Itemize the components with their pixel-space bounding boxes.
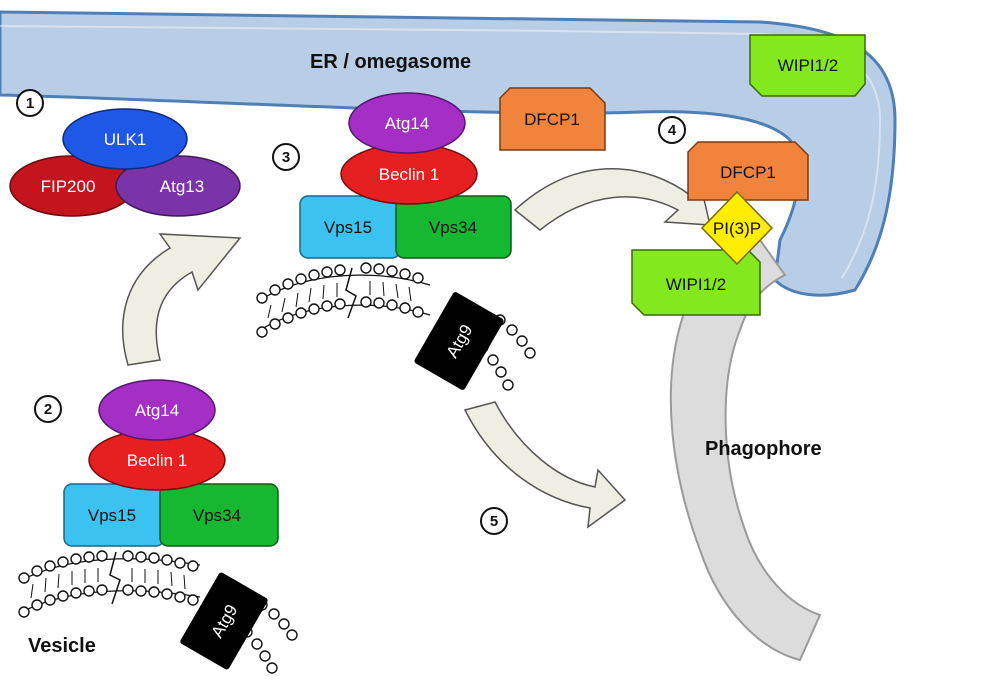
lipid-tails-3 bbox=[267, 281, 412, 319]
dfcp1-4 bbox=[687, 141, 809, 201]
step-2-circle bbox=[34, 395, 62, 423]
arrow-2-to-3 bbox=[122, 233, 242, 366]
step-5-label: 5 bbox=[490, 513, 498, 530]
atg14-2 bbox=[98, 379, 216, 441]
lipid-tails-2 bbox=[30, 568, 186, 599]
atg14-3 bbox=[348, 92, 466, 154]
vesicle-membrane: Atg9 Vesicle bbox=[18, 550, 298, 674]
wipi-4-label: WIPI1/2 bbox=[666, 275, 726, 294]
wipi-top: WIPI1/2 bbox=[749, 34, 866, 97]
er-label: ER / omegasome bbox=[310, 51, 471, 73]
lipid-heads-3 bbox=[256, 262, 424, 338]
step-3-label: 3 bbox=[282, 149, 290, 166]
step-3-circle bbox=[272, 143, 300, 171]
beclin-3-label: Beclin 1 bbox=[379, 165, 439, 184]
vesicle-break bbox=[109, 551, 121, 605]
step-4-circle bbox=[658, 116, 686, 144]
ulk1-label: ULK1 bbox=[104, 130, 147, 149]
dfcp1-er-label: DFCP1 bbox=[524, 110, 580, 129]
atg9-2 bbox=[180, 572, 268, 670]
ulk1 bbox=[62, 108, 188, 170]
atg13-label: Atg13 bbox=[160, 177, 204, 196]
er-highlight bbox=[0, 25, 882, 279]
step-1: 1 bbox=[16, 89, 44, 117]
membrane-3: Atg9 bbox=[256, 262, 536, 391]
atg13 bbox=[115, 155, 241, 217]
pi3p-label: PI(3)P bbox=[713, 219, 761, 238]
beclin-2-label: Beclin 1 bbox=[127, 451, 187, 470]
pi3k-complex-3: Atg14 Beclin 1 Vps15 Vps34 bbox=[299, 92, 512, 259]
vps34-3-label: Vps34 bbox=[429, 218, 477, 237]
step-1-label: 1 bbox=[26, 95, 34, 112]
ulk-complex: ULK1 FIP200 Atg13 bbox=[9, 108, 241, 217]
lipid-heads-2 bbox=[18, 550, 199, 618]
dfcp1-er-shape bbox=[499, 87, 606, 151]
vps34-2 bbox=[159, 483, 279, 547]
step-5-circle bbox=[480, 507, 508, 535]
step-1-circle bbox=[16, 89, 44, 117]
atg14-2-label: Atg14 bbox=[135, 401, 179, 420]
fip200-label: FIP200 bbox=[41, 177, 96, 196]
membrane-3-break bbox=[345, 267, 357, 319]
step-2-label: 2 bbox=[44, 401, 52, 418]
dfcp1-er: DFCP1 bbox=[499, 87, 606, 151]
atg9-3 bbox=[414, 292, 504, 390]
step-4-label: 4 bbox=[668, 122, 677, 139]
pi3k-complex-2: Atg14 Beclin 1 Vps15 Vps34 bbox=[63, 379, 279, 547]
vesicle-label: Vesicle bbox=[28, 635, 96, 657]
step-2: 2 bbox=[34, 395, 62, 423]
pi3p bbox=[700, 190, 774, 266]
wipi-top-shape bbox=[749, 34, 866, 97]
atg14-3-label: Atg14 bbox=[385, 114, 429, 133]
phagophore-label: Phagophore bbox=[705, 438, 822, 460]
step-4: 4 bbox=[658, 116, 686, 144]
wipi-top-label: WIPI1/2 bbox=[778, 56, 838, 75]
arrow-to-phagophore bbox=[463, 401, 627, 529]
step-3: 3 bbox=[272, 143, 300, 171]
vps15-3-label: Vps15 bbox=[324, 218, 372, 237]
vps15-2-label: Vps15 bbox=[88, 506, 136, 525]
step-5: 5 bbox=[480, 507, 508, 535]
step-4-complex: DFCP1 WIPI1/2 PI(3)P bbox=[631, 141, 809, 316]
phagophore bbox=[669, 238, 822, 662]
arrow-3-to-4 bbox=[513, 168, 711, 231]
vps34-2-label: Vps34 bbox=[193, 506, 241, 525]
dfcp1-4-label: DFCP1 bbox=[720, 163, 776, 182]
